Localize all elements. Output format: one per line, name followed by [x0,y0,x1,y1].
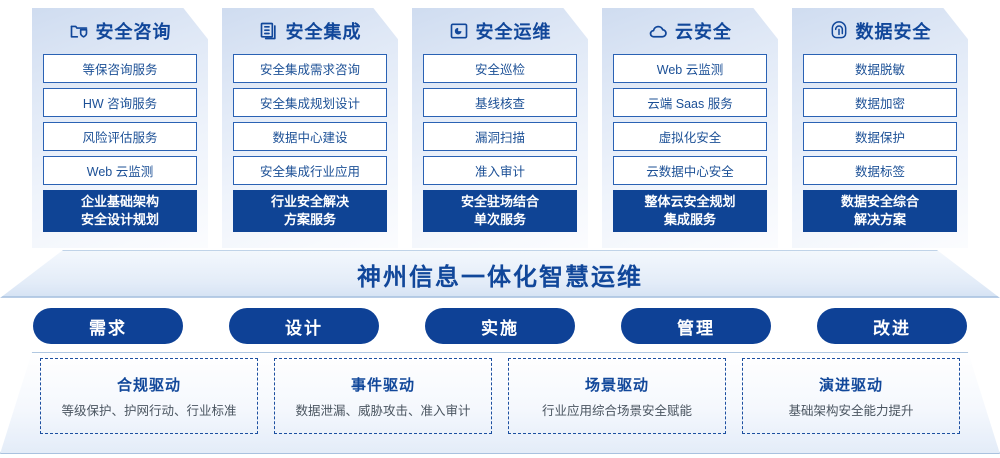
driver-title: 合规驱动 [116,376,181,394]
service-item[interactable]: 风险评估服务 [43,122,197,151]
lifecycle-pill-row: 需求 设计 实施 管理 改进 [0,308,1000,346]
folder-shield-icon [69,21,89,41]
pill-management[interactable]: 管理 [621,308,771,344]
service-item[interactable]: 数据脱敏 [803,54,957,83]
driver-subtitle: 基础架构安全能力提升 [788,403,914,418]
platform-banner: 神州信息一体化智慧运维 [0,250,1000,298]
capability-columns: 安全咨询 等保咨询服务 HW 咨询服务 风险评估服务 Web 云监测 企业基础架… [0,8,1000,256]
highlight-line: 数据安全综合 [840,194,919,210]
banner-shape [0,250,1000,298]
capability-column-data-security[interactable]: 数据安全 数据脱敏 数据加密 数据保护 数据标签 数据安全综合 解决方案 [792,8,968,248]
driver-incident[interactable]: 事件驱动 数据泄漏、威胁攻击、准入审计 [274,358,492,434]
highlight-line: 整体云安全规划 [644,194,736,210]
column-header: 安全咨询 [43,8,197,54]
column-header: 云安全 [613,8,767,54]
driver-title: 事件驱动 [350,376,415,394]
service-item[interactable]: 安全集成需求咨询 [233,54,387,83]
service-highlight[interactable]: 数据安全综合 解决方案 [803,190,957,232]
monitor-chart-icon [449,21,469,41]
service-item[interactable]: 安全集成行业应用 [233,156,387,185]
fingerprint-icon [829,21,849,41]
driver-subtitle: 数据泄漏、威胁攻击、准入审计 [295,403,471,418]
driver-subtitle: 行业应用综合场景安全赋能 [541,403,692,418]
column-header: 数据安全 [803,8,957,54]
driver-panel: 合规驱动 等级保护、护网行动、行业标准 事件驱动 数据泄漏、威胁攻击、准入审计 … [0,352,1000,454]
driver-list: 合规驱动 等级保护、护网行动、行业标准 事件驱动 数据泄漏、威胁攻击、准入审计 … [0,358,1000,440]
column-title: 安全运维 [475,22,552,42]
service-item[interactable]: 漏洞扫描 [423,122,577,151]
column-header: 安全集成 [233,8,387,54]
column-title: 数据安全 [855,22,932,42]
driver-panel-shape [0,352,1000,454]
service-item[interactable]: 基线核查 [423,88,577,117]
cloud-icon [648,21,668,41]
driver-evolution[interactable]: 演进驱动 基础架构安全能力提升 [742,358,960,434]
service-highlight[interactable]: 安全驻场结合 单次服务 [423,190,577,232]
service-item[interactable]: 数据标签 [803,156,957,185]
capability-column-security-operations[interactable]: 安全运维 安全巡检 基线核查 漏洞扫描 准入审计 安全驻场结合 单次服务 [412,8,588,248]
service-item[interactable]: 云端 Saas 服务 [613,88,767,117]
banner-title: 神州信息一体化智慧运维 [357,263,643,291]
driver-title: 场景驱动 [584,376,649,394]
capability-column-cloud-security[interactable]: 云安全 Web 云监测 云端 Saas 服务 虚拟化安全 云数据中心安全 整体云… [602,8,778,248]
highlight-line: 解决方案 [853,212,906,227]
service-item[interactable]: 安全巡检 [423,54,577,83]
highlight-line: 方案服务 [283,212,336,227]
service-item[interactable]: 数据中心建设 [233,122,387,151]
service-highlight[interactable]: 企业基础架构 安全设计规划 [43,190,197,232]
pill-implementation[interactable]: 实施 [425,308,575,344]
service-item[interactable]: Web 云监测 [43,156,197,185]
highlight-line: 单次服务 [473,212,526,227]
driver-title: 演进驱动 [818,376,883,394]
service-highlight[interactable]: 行业安全解决 方案服务 [233,190,387,232]
pill-requirement[interactable]: 需求 [33,308,183,344]
highlight-line: 集成服务 [663,212,716,227]
column-title: 安全咨询 [95,22,172,42]
highlight-line: 企业基础架构 [80,194,159,210]
driver-subtitle: 等级保护、护网行动、行业标准 [61,403,237,418]
service-item[interactable]: HW 咨询服务 [43,88,197,117]
service-item[interactable]: Web 云监测 [613,54,767,83]
service-item[interactable]: 安全集成规划设计 [233,88,387,117]
column-title: 云安全 [675,22,732,42]
driver-compliance[interactable]: 合规驱动 等级保护、护网行动、行业标准 [40,358,258,434]
service-item[interactable]: 准入审计 [423,156,577,185]
highlight-line: 行业安全解决 [270,194,349,210]
service-item[interactable]: 数据加密 [803,88,957,117]
highlight-line: 安全设计规划 [80,212,159,227]
column-title: 安全集成 [285,22,362,42]
service-highlight[interactable]: 整体云安全规划 集成服务 [613,190,767,232]
highlight-line: 安全驻场结合 [460,194,539,210]
column-header: 安全运维 [423,8,577,54]
pill-improvement[interactable]: 改进 [817,308,967,344]
capability-column-security-integration[interactable]: 安全集成 安全集成需求咨询 安全集成规划设计 数据中心建设 安全集成行业应用 行… [222,8,398,248]
service-item[interactable]: 虚拟化安全 [613,122,767,151]
pill-design[interactable]: 设计 [229,308,379,344]
capability-column-security-consulting[interactable]: 安全咨询 等保咨询服务 HW 咨询服务 风险评估服务 Web 云监测 企业基础架… [32,8,208,248]
driver-scenario[interactable]: 场景驱动 行业应用综合场景安全赋能 [508,358,726,434]
service-item[interactable]: 数据保护 [803,122,957,151]
documents-stack-icon [259,21,279,41]
service-item[interactable]: 等保咨询服务 [43,54,197,83]
service-item[interactable]: 云数据中心安全 [613,156,767,185]
